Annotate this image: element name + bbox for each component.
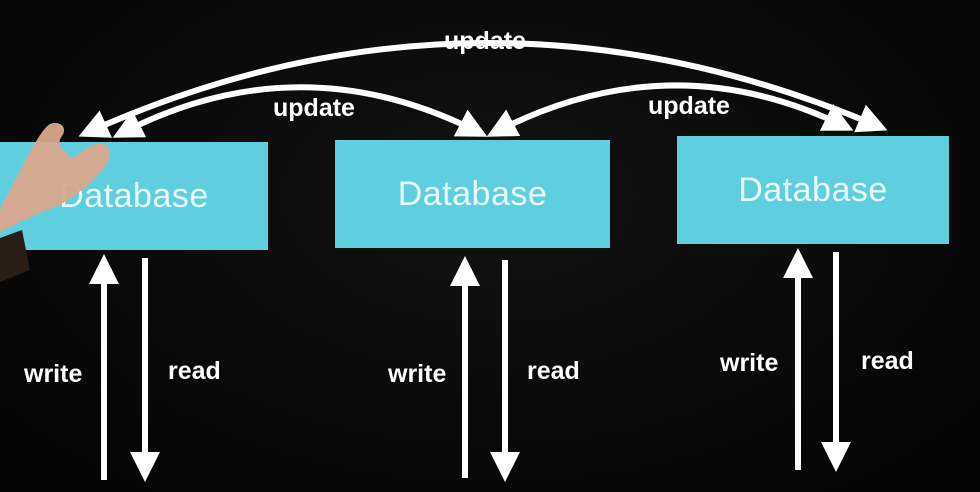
write-label-1: write (24, 360, 83, 388)
database-box-2: Database (335, 140, 610, 248)
update-label-right: update (648, 92, 730, 120)
database-label: Database (397, 174, 548, 213)
read-label-3: read (861, 347, 914, 375)
write-label-3: write (720, 349, 779, 377)
database-box-3: Database (677, 136, 949, 244)
write-label-2: write (388, 360, 447, 388)
update-label-outer: update (444, 27, 526, 55)
update-label-left: update (273, 94, 355, 122)
database-label: Database (738, 170, 888, 209)
update-arrow-left (112, 84, 488, 138)
read-label-1: read (168, 357, 221, 385)
presenter-hand (0, 122, 110, 282)
update-arrow-right (486, 82, 854, 137)
read-label-2: read (527, 357, 580, 385)
update-arrow-outer (78, 40, 888, 138)
database-box-1: Database (0, 142, 268, 250)
